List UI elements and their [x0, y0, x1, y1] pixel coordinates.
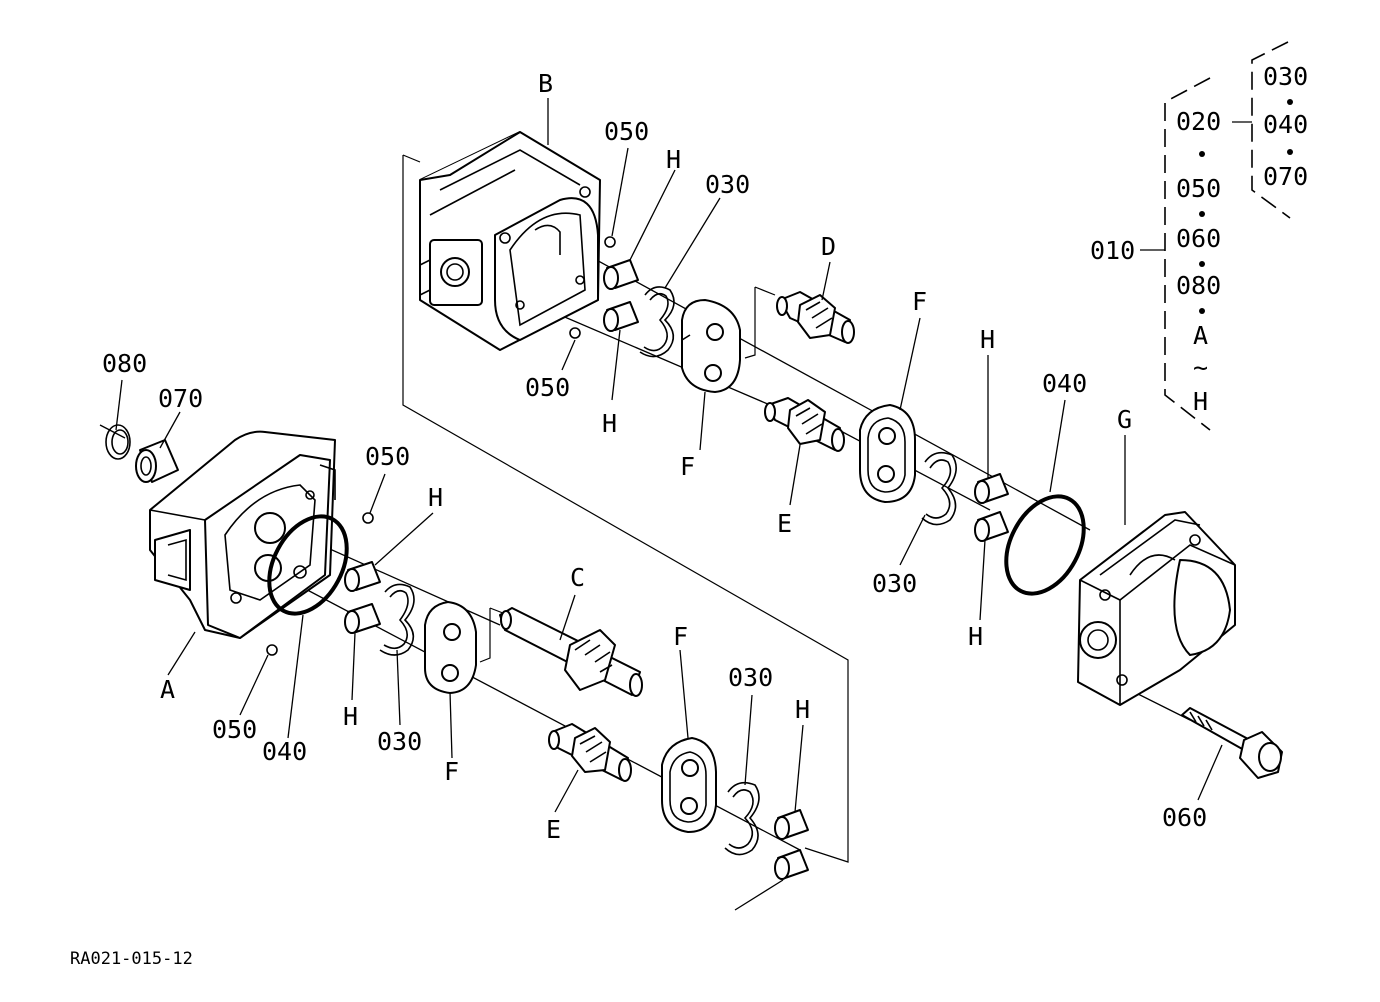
bushing-h-8: [774, 849, 809, 880]
label-e-upper: E: [777, 509, 792, 538]
label-h-mid: H: [602, 409, 617, 438]
bushing-h-6: [344, 603, 381, 634]
legend-050: 050: [1176, 174, 1221, 203]
pin-050-2: [569, 327, 581, 339]
drawing-number: RA021-015-12: [70, 949, 193, 969]
label-050-mid: 050: [525, 373, 570, 402]
bushing-h-2: [603, 301, 639, 332]
label-f-mid: F: [680, 452, 695, 481]
label-030-right: 030: [872, 569, 917, 598]
label-f-lower-left: F: [444, 757, 459, 786]
bushing-h-3: [974, 473, 1009, 504]
seal-030-3: [379, 583, 415, 656]
part-d-gear: [776, 291, 855, 344]
label-b: B: [538, 69, 553, 98]
legend-010: 010: [1090, 236, 1135, 265]
label-h-left-upper: H: [428, 483, 443, 512]
label-f-lower-right: F: [673, 622, 688, 651]
label-030-lower-right: 030: [728, 663, 773, 692]
part-g-rear-cover: [1077, 511, 1236, 706]
part-b-pump-body: [419, 131, 601, 351]
bolt-060: [1181, 707, 1283, 779]
part-e-gear-lower: [548, 723, 632, 782]
legend-sub-030: 030: [1263, 62, 1308, 91]
bushing-h-5: [344, 561, 381, 592]
part-a-front-cover: [149, 430, 336, 639]
legend-dot-3: [1199, 261, 1205, 267]
bushing-h-4: [974, 511, 1009, 542]
label-040-left: 040: [262, 737, 307, 766]
legend-060: 060: [1176, 224, 1221, 253]
label-h-lower-left: H: [343, 702, 358, 731]
seal-030-1: [639, 286, 675, 358]
oil-seal-070: [135, 439, 179, 483]
label-060: 060: [1162, 803, 1207, 832]
legend-dot-5: [1287, 99, 1293, 105]
part-f-plate-3: [424, 601, 477, 694]
part-labels: B 050 H 030 D F H 040 050 H F G E 030 H …: [102, 69, 1207, 844]
legend-h: H: [1193, 387, 1208, 416]
assembly-legend: 010 020 050 060 080 A ~ H 030 040 070: [1090, 41, 1308, 431]
part-f-plate-4: [661, 737, 717, 833]
part-e-gear-upper: [764, 397, 845, 452]
oring-040-right: [1004, 494, 1086, 596]
label-g: G: [1117, 405, 1132, 434]
seal-030-2: [921, 451, 957, 526]
part-c-drive-shaft: [499, 607, 643, 697]
label-h-upper-right: H: [980, 325, 995, 354]
label-f-upper-right: F: [912, 287, 927, 316]
label-d: D: [821, 232, 836, 261]
legend-dot-2: [1199, 211, 1205, 217]
oring-040-left: [267, 514, 349, 616]
label-030-upper: 030: [705, 170, 750, 199]
legend-020: 020: [1176, 107, 1221, 136]
label-070: 070: [158, 384, 203, 413]
label-a: A: [160, 675, 175, 704]
legend-a: A: [1193, 321, 1208, 350]
legend-dot-4: [1199, 308, 1205, 314]
label-c: C: [570, 563, 585, 592]
leader-lines: [115, 98, 1223, 911]
label-h-lower-right: H: [795, 695, 810, 724]
legend-080: 080: [1176, 271, 1221, 300]
label-h-1: H: [666, 145, 681, 174]
assembly-frame: [402, 154, 849, 863]
legend-dot-6: [1287, 149, 1293, 155]
part-f-plate-2: [859, 404, 916, 503]
bushing-h-7: [774, 809, 809, 840]
snap-ring-080: [105, 424, 131, 460]
legend-sub-040: 040: [1263, 110, 1308, 139]
label-030-lower-left: 030: [377, 727, 422, 756]
label-050-upper: 050: [604, 117, 649, 146]
label-050-left-upper: 050: [365, 442, 410, 471]
pin-050-4: [266, 644, 278, 656]
label-h-right-lower: H: [968, 622, 983, 651]
label-040-right: 040: [1042, 369, 1087, 398]
label-080: 080: [102, 349, 147, 378]
legend-dot-1: [1199, 151, 1205, 157]
legend-tilde: ~: [1193, 353, 1208, 382]
pin-050-1: [604, 236, 616, 248]
pin-050-3: [362, 512, 374, 524]
seal-030-4: [724, 781, 760, 856]
bushing-h-1: [603, 259, 639, 290]
legend-sub-070: 070: [1263, 162, 1308, 191]
part-f-plate-1: [681, 299, 741, 393]
label-e-lower: E: [546, 815, 561, 844]
label-050-lower-left: 050: [212, 715, 257, 744]
